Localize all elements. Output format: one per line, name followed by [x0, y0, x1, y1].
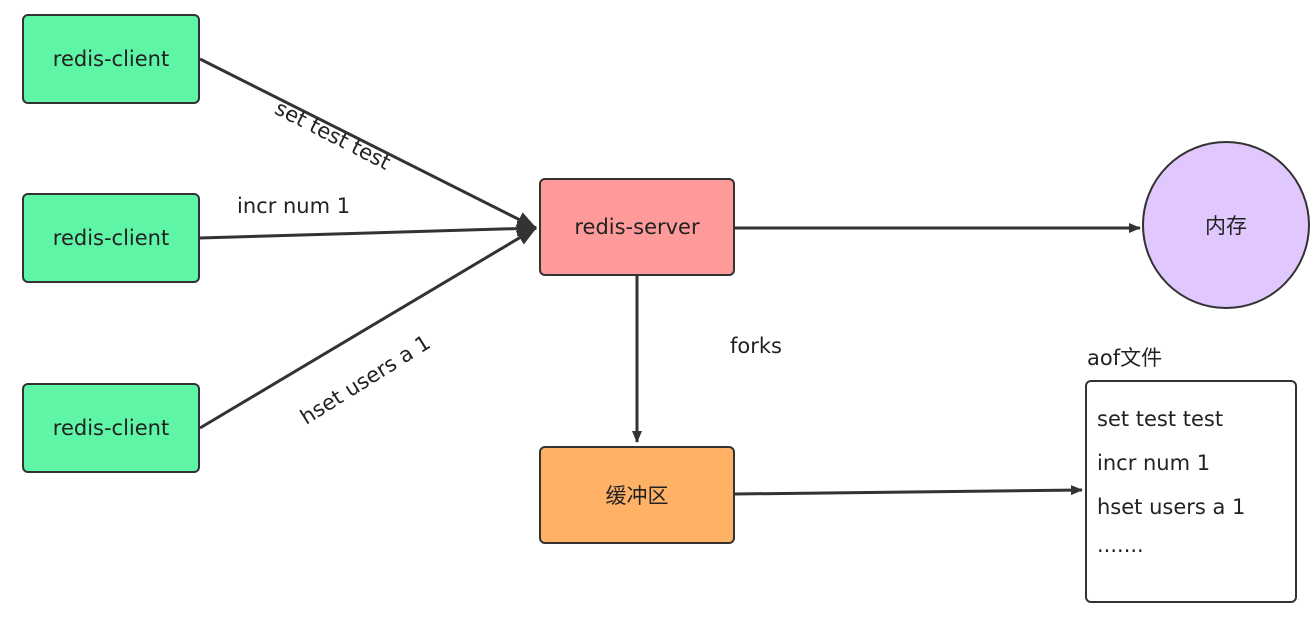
edge-client-1-to-server: [199, 57, 537, 230]
node-label: redis-client: [52, 416, 170, 440]
edge-client-3-to-server: [199, 226, 537, 430]
aof-line: .......: [1097, 533, 1144, 557]
edge-buffer-to-aof: [734, 485, 1083, 496]
aof-line: incr num 1: [1097, 451, 1211, 475]
aof-file-box: set test test incr num 1 hset users a 1 …: [1085, 380, 1297, 603]
redis-client-node: redis-client: [22, 383, 200, 473]
redis-client-node: redis-client: [22, 193, 200, 283]
edge-label-incr: incr num 1: [237, 194, 351, 218]
node-label: redis-server: [574, 215, 700, 239]
node-label: 内存: [1205, 214, 1247, 238]
aof-file-title: aof文件: [1087, 346, 1163, 370]
aof-line: hset users a 1: [1097, 495, 1246, 519]
memory-node: 内存: [1142, 141, 1310, 309]
buffer-node: 缓冲区: [539, 446, 735, 544]
node-label: redis-client: [52, 226, 170, 250]
redis-client-node: redis-client: [22, 14, 200, 104]
node-label: 缓冲区: [605, 484, 669, 508]
node-label: redis-client: [52, 47, 170, 71]
aof-line: set test test: [1097, 407, 1224, 431]
edge-label-forks: forks: [730, 334, 782, 358]
edge-client-2-to-server: [199, 220, 537, 240]
redis-server-node: redis-server: [539, 178, 735, 276]
